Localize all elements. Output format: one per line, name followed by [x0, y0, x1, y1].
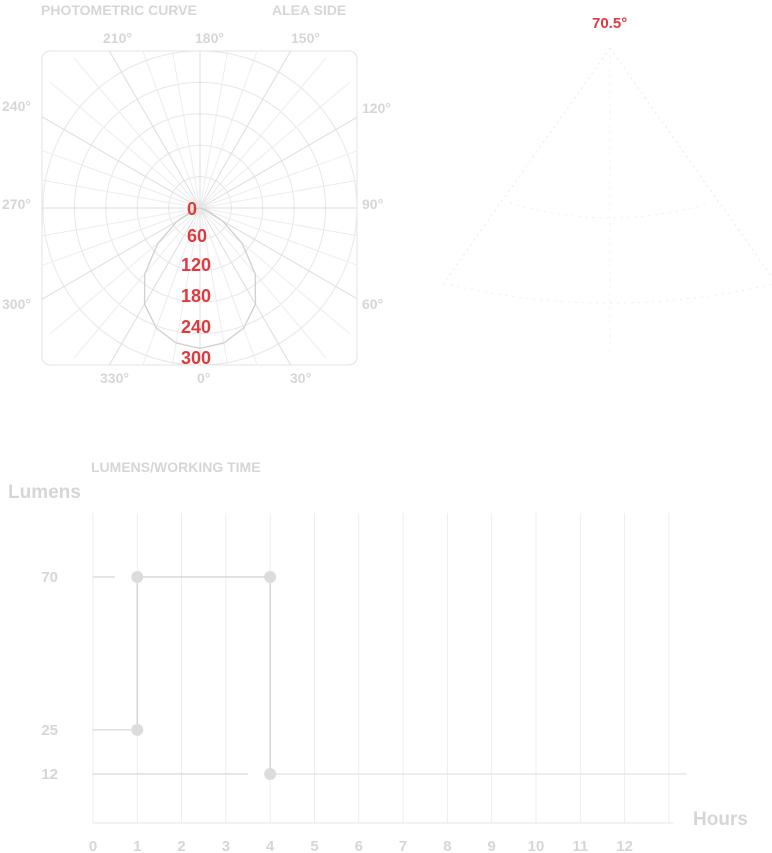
angle-label-90: 90°: [362, 196, 384, 212]
angle-label-150: 150°: [291, 30, 320, 46]
x-tick-label: 11: [572, 838, 588, 853]
x-tick-label: 8: [443, 838, 451, 853]
x-axis-label: Hours: [693, 809, 748, 830]
polar-grid-spoke: [73, 57, 201, 209]
beam-arc-lower: [443, 282, 772, 304]
beam-edge-left: [443, 47, 611, 284]
radial-label-0: 0: [187, 199, 198, 219]
polar-grid-spoke: [199, 57, 327, 209]
polar-grid-spoke: [199, 207, 327, 359]
polar-grid-spoke: [199, 207, 357, 237]
polar-grid-spoke: [199, 207, 357, 266]
polar-grid-spoke: [199, 116, 357, 209]
angle-label-300: 300°: [2, 296, 31, 312]
angle-label-180: 180°: [195, 30, 224, 46]
radial-label-180: 180: [181, 286, 212, 306]
angle-label-30: 30°: [290, 370, 312, 386]
x-tick-label: 7: [399, 838, 407, 853]
x-tick-label: 3: [222, 838, 230, 853]
beam-edge-right: [609, 47, 772, 279]
polar-grid-spoke: [42, 207, 201, 267]
angle-label-0: 0°: [197, 370, 211, 386]
line-title: LUMENS/WORKING TIME: [91, 459, 261, 475]
polar-grid-spoke: [199, 207, 351, 335]
polar-grid-spoke: [42, 207, 201, 237]
series-point: [131, 723, 144, 736]
polar-grid-spoke: [199, 81, 351, 209]
polar-grid-spoke: [49, 207, 201, 335]
angle-label-240: 240°: [2, 98, 31, 114]
radial-label-120: 120: [181, 255, 212, 275]
polar-grid-spoke: [42, 116, 201, 209]
x-tick-label: 6: [355, 838, 363, 853]
polar-grid-spoke: [199, 150, 357, 209]
x-tick-label: 2: [177, 838, 185, 853]
radial-label-240: 240: [181, 317, 212, 337]
polar-grid-spoke: [49, 81, 201, 209]
x-tick-label: 5: [310, 838, 318, 853]
y-tick-label: 12: [41, 766, 58, 783]
x-tick-label: 10: [528, 838, 545, 853]
x-tick-label: 9: [488, 838, 496, 853]
y-axis-label: Lumens: [8, 482, 81, 503]
polar-grid-circle: [136, 144, 264, 272]
x-tick-label: 0: [89, 838, 97, 853]
beam-angle-label: 70.5°: [592, 15, 628, 32]
angle-label-60: 60°: [362, 296, 384, 312]
x-tick-label: 1: [133, 838, 141, 853]
polar-title: PHOTOMETRIC CURVE: [41, 2, 197, 18]
polar-grid-spoke: [42, 179, 201, 209]
radial-label-300: 300: [181, 348, 212, 368]
x-tick-label: 12: [616, 838, 633, 853]
polar-grid-spoke: [199, 51, 258, 209]
x-tick-label: 4: [266, 838, 275, 853]
angle-label-120: 120°: [362, 100, 391, 116]
polar-subtitle: ALEA SIDE: [272, 2, 347, 18]
series-point: [131, 571, 144, 583]
series-point: [264, 768, 277, 780]
angle-label-330: 330°: [100, 370, 129, 386]
y-tick-label: 70: [41, 569, 58, 586]
series-point: [264, 571, 277, 583]
polar-grid-spoke: [199, 207, 357, 300]
y-tick-label: 25: [41, 722, 58, 739]
angle-label-210: 210°: [103, 30, 132, 46]
polar-grid-spoke: [42, 207, 201, 300]
polar-grid-spoke: [42, 149, 201, 209]
radial-label-60: 60: [187, 226, 208, 246]
polar-grid-spoke: [199, 51, 292, 209]
beam-arc-upper: [509, 202, 711, 219]
angle-label-270: 270°: [2, 196, 31, 212]
polar-grid-spoke: [142, 51, 201, 209]
polar-grid-spoke: [108, 51, 201, 209]
polar-grid-spoke: [199, 207, 292, 365]
